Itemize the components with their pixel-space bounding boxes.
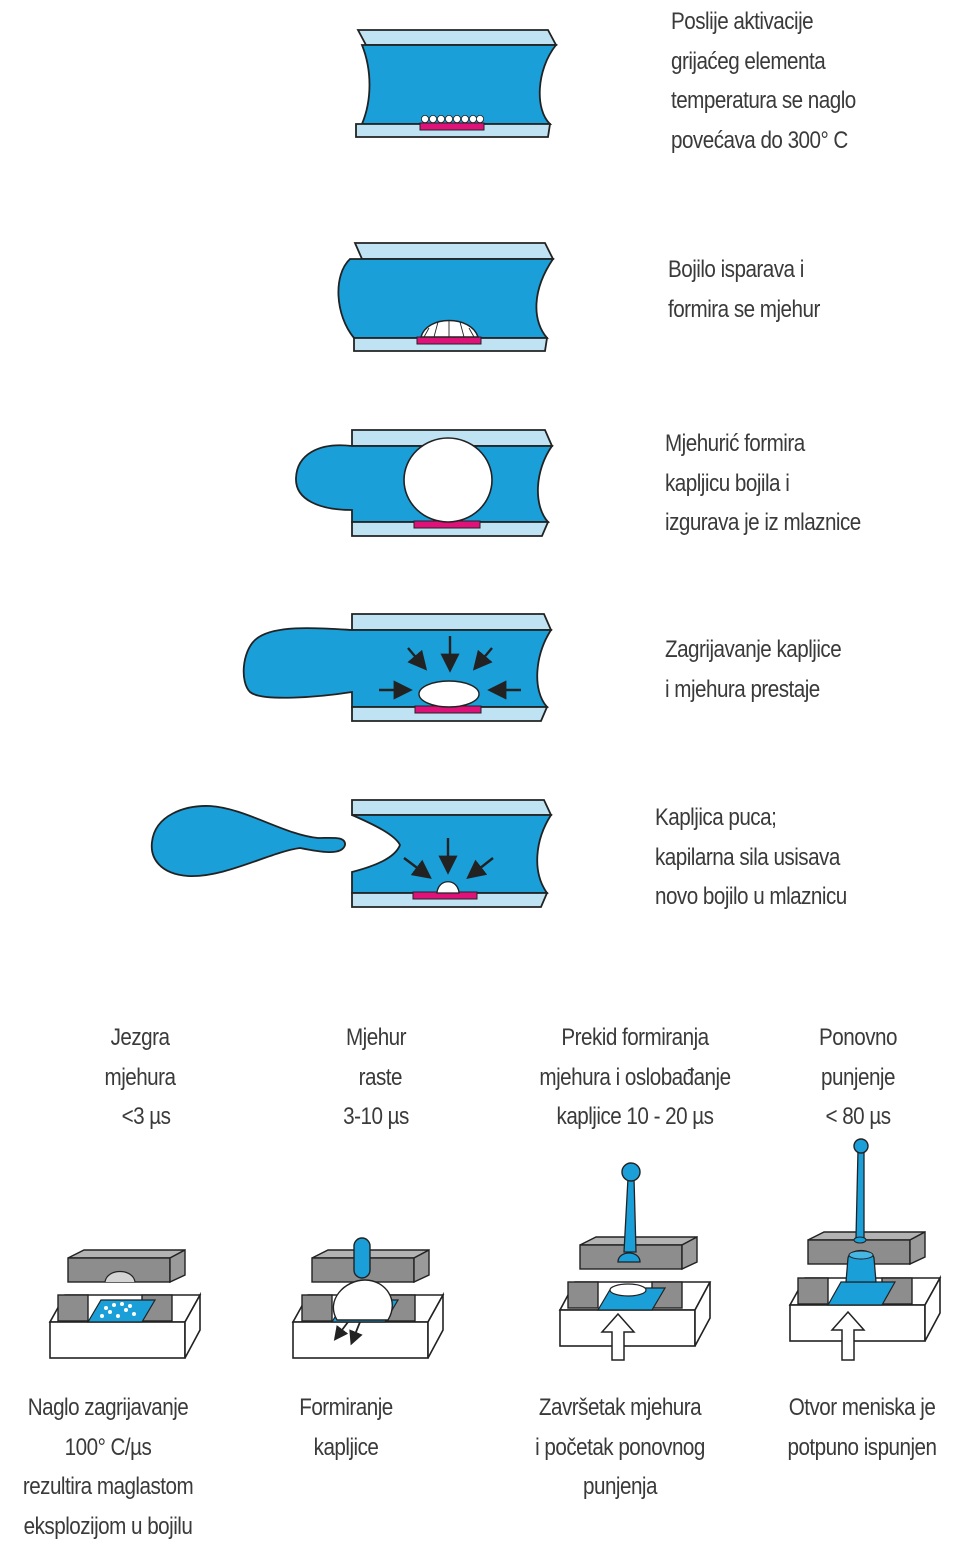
phase-header-4: Ponovno punjenje < 80 µs [772,1018,944,1137]
droplet-column [354,1238,370,1278]
header-line: Ponovno [772,1018,944,1058]
phase-footer-2: Formiranje kapljice [260,1388,432,1467]
ejected-droplet [152,806,345,876]
growing-bubble [333,1280,392,1320]
caption-line: formira se mjehur [668,290,820,330]
nozzle-step-3 [296,430,552,536]
footer-line: kapljice [260,1428,432,1468]
base-slab-front [50,1322,185,1358]
phase-header-2: Mjehur raste 3-10 µs [290,1018,462,1137]
droplet-tail [624,1178,636,1252]
caption-line: Mjehurić formira [665,424,861,464]
footer-line: 100° C/µs [13,1428,202,1468]
footer-line: punjenja [517,1467,723,1507]
header-line: Mjehur [290,1018,462,1058]
nozzle-step-1 [356,30,556,137]
step-caption-3: Mjehurić formira kapljicu bojila i izgur… [665,424,861,543]
header-line: mjehura [54,1058,226,1098]
base-slab-front [293,1322,428,1358]
step-caption-4: Zagrijavanje kapljice i mjehura prestaje [665,630,841,709]
footer-line: Otvor meniska je [767,1388,955,1428]
footer-line: eksplozijom u bojilu [13,1507,202,1546]
caption-line: Zagrijavanje kapljice [665,630,841,670]
nozzle-step-5 [152,800,551,907]
chamber-block [580,1237,697,1245]
caption-line: Poslije aktivacije [671,2,856,42]
header-line: punjenje [772,1058,944,1098]
nozzle-ink [362,45,556,124]
droplet-tail [856,1150,864,1238]
nozzle-step-4 [244,614,551,721]
header-line: kapljice 10 - 20 µs [523,1097,747,1137]
vapor-bubble [404,438,492,522]
chamber-model-2 [293,1238,443,1358]
nozzle-top-plate [355,243,553,259]
header-line: raste [290,1058,462,1098]
caption-line: novo bojilo u mlaznicu [655,877,847,917]
caption-line: temperatura se naglo [671,81,856,121]
caption-line: grijaćeg elementa [671,42,856,82]
phase-footer-1: Naglo zagrijavanje 100° C/µs rezultira m… [13,1388,202,1546]
chamber-model-1 [50,1250,200,1358]
nozzle-top-plate [352,614,551,630]
step-caption-2: Bojilo isparava i formira se mjehur [668,250,820,329]
caption-line: Kapljica puca; [655,798,847,838]
nozzle-top-plate [352,800,551,815]
header-line: mjehura i oslobađanje [523,1058,747,1098]
residual-bubble [610,1284,646,1296]
header-line: <3 µs [54,1097,226,1137]
header-line: Jezgra [54,1018,226,1058]
caption-line: i mjehura prestaje [665,670,841,710]
chamber-model-4 [790,1139,940,1360]
caption-line: povećava do 300° C [671,121,856,161]
caption-line: kapljicu bojila i [665,464,861,504]
phase-footer-3: Završetak mjehura i početak ponovnog pun… [517,1388,723,1507]
caption-line: Bojilo isparava i [668,250,820,290]
footer-line: Završetak mjehura [517,1388,723,1428]
nozzle-ink [244,628,551,707]
step-caption-5: Kapljica puca; kapilarna sila usisava no… [655,798,847,917]
collapsing-bubble [419,681,479,707]
footer-line: Formiranje [260,1388,432,1428]
chamber-block [808,1232,925,1240]
footer-line: rezultira maglastom [13,1467,202,1507]
nozzle-ink [352,815,551,893]
header-line: < 80 µs [772,1097,944,1137]
heater-element [417,337,481,344]
nozzle-step-2 [338,243,553,351]
chamber-block [68,1250,185,1258]
header-line: 3-10 µs [290,1097,462,1137]
droplet-head [622,1163,640,1181]
header-line: Prekid formiranja [523,1018,747,1058]
heater-element [420,123,484,130]
caption-line: kapilarna sila usisava [655,838,847,878]
phase-header-3: Prekid formiranja mjehura i oslobađanje … [523,1018,747,1137]
phase-footer-4: Otvor meniska je potpuno ispunjen [767,1388,955,1467]
chamber-model-3 [560,1163,710,1360]
droplet-head [854,1139,868,1153]
nozzle-top-plate [358,30,556,45]
phase-header-1: Jezgra mjehura <3 µs [54,1018,226,1137]
footer-line: i početak ponovnog [517,1428,723,1468]
step-caption-1: Poslije aktivacije grijaćeg elementa tem… [671,2,856,160]
footer-line: Naglo zagrijavanje [13,1388,202,1428]
caption-line: izgurava je iz mlaznice [665,503,861,543]
footer-line: potpuno ispunjen [767,1428,955,1468]
